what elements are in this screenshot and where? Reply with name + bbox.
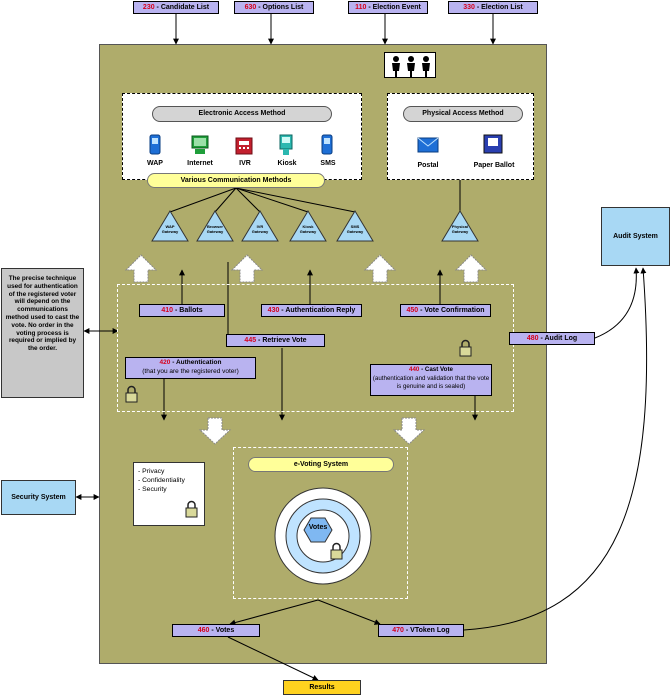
flow-retrieve-vote: 445 - Retrieve Vote [226, 334, 325, 347]
flow-vote-confirmation: 450 - Vote Confirmation [400, 304, 491, 317]
voting-interaction-box [117, 284, 514, 412]
communication-methods-pill: Various Communication Methods [147, 173, 325, 188]
method-label-ivr: IVR [239, 160, 251, 167]
flow-authentication: 420 - Authentication (that you are the r… [125, 357, 256, 379]
flow-cast-vote: 440 - Cast Vote (authentication and vali… [370, 364, 492, 396]
gateway-word: Gateway [451, 229, 469, 234]
physical-access-title: Physical Access Method [403, 106, 523, 122]
flow-ballots: 410 - Ballots [139, 304, 225, 317]
gateway-word: Gateway [346, 229, 364, 234]
internet-computer-icon [190, 134, 210, 156]
audit-system: Audit System [601, 207, 670, 266]
flow-votes: 460 - Votes [172, 624, 260, 637]
paper-ballot-icon [482, 133, 504, 155]
results-box: Results [283, 680, 361, 695]
security-item: - Confidentiality [138, 477, 185, 484]
gateway-name: SMS [350, 224, 360, 229]
gateway-name: IVR [256, 224, 264, 229]
lock-icon [125, 385, 138, 403]
sms-phone-icon [319, 134, 335, 156]
security-system: Security System [1, 480, 76, 515]
lock-icon [459, 339, 472, 357]
method-label-postal: Postal [417, 162, 439, 169]
flow-sub: (authentication and validation that the … [372, 374, 490, 391]
evoting-system-box [233, 447, 408, 599]
voters-people-icon [384, 52, 436, 78]
lock-icon [185, 500, 198, 518]
gateway-word: Gateway [161, 229, 179, 234]
method-label-paper-ballot: Paper Ballot [473, 162, 515, 169]
flow-num: 440 [409, 366, 420, 373]
votes-core-label: Votes [308, 524, 328, 531]
method-label-internet: Internet [187, 160, 213, 167]
input-options-list: 630 - Options List [234, 1, 314, 14]
flow-sub: (that you are the registered voter) [142, 368, 239, 375]
gateway-word: Gateway [299, 229, 317, 234]
gateway-name: Kiosk [302, 224, 314, 229]
gateway-word: Gateway [251, 229, 269, 234]
wap-phone-icon [147, 134, 163, 156]
gateway-name: Physical [451, 224, 469, 229]
input-election-event: 110 - Election Event [348, 1, 428, 14]
method-label-kiosk: Kiosk [277, 160, 297, 167]
ivr-phone-icon [234, 134, 254, 156]
evoting-system-title: e-Voting System [248, 457, 394, 472]
gateway-word: Gateway [206, 229, 224, 234]
security-item: - Security [138, 486, 167, 493]
flow-authentication-reply: 430 - Authentication Reply [261, 304, 362, 317]
input-candidate-list: 230 - Candidate List [133, 1, 219, 14]
method-label-wap: WAP [147, 160, 163, 167]
flow-label: - Authentication [170, 359, 222, 366]
authentication-note: The precise technique used for authentic… [1, 268, 84, 398]
lock-icon [330, 542, 343, 560]
security-item: - Privacy [138, 468, 165, 475]
gateway-name: WAP [165, 224, 175, 229]
kiosk-icon [276, 134, 296, 156]
flow-num: 420 [159, 359, 171, 366]
flow-vtoken-log: 470 - VToken Log [378, 624, 464, 637]
postal-envelope-icon [417, 134, 439, 154]
authentication-note-text: The precise technique used for authentic… [5, 275, 80, 353]
method-label-sms: SMS [320, 160, 336, 167]
evoting-core: Votes [273, 486, 373, 586]
gateway-name: Browser [206, 224, 223, 229]
input-election-list: 330 - Election List [448, 1, 538, 14]
flow-label: - Cast Vote [419, 366, 453, 373]
electronic-access-title: Electronic Access Method [152, 106, 332, 122]
flow-audit-log: 480 - Audit Log [509, 332, 595, 345]
